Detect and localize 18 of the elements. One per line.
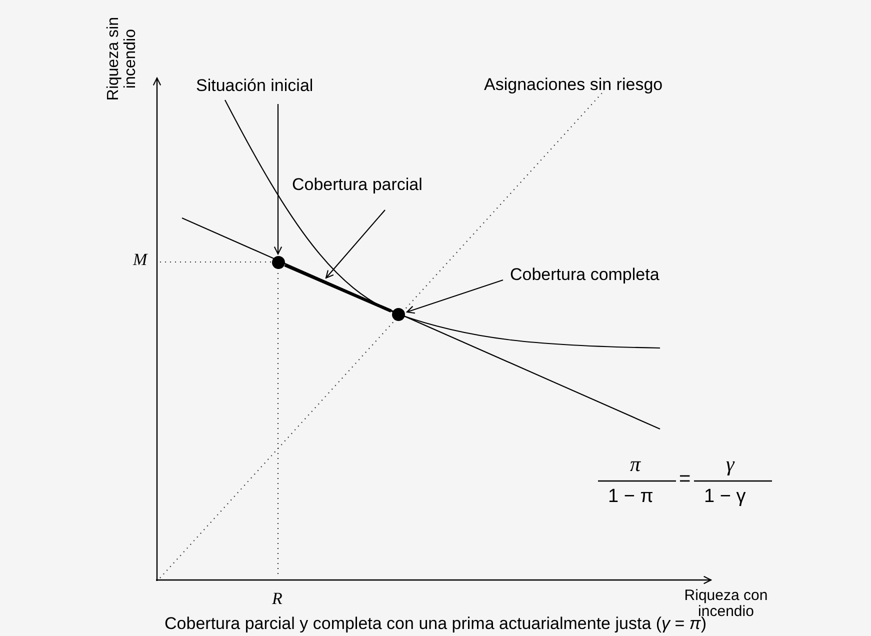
leader-arrow xyxy=(406,279,504,314)
annotation-label: Cobertura completa xyxy=(510,265,660,285)
annotation-label: Cobertura parcial xyxy=(292,175,422,195)
axis-tick-label: R xyxy=(272,589,282,609)
annotation-label: Asignaciones sin riesgo xyxy=(484,75,663,95)
formula-text: 1 − π xyxy=(608,486,654,508)
formula-text: = xyxy=(679,468,691,491)
formula-text: γ xyxy=(726,452,734,476)
formula-text: 1 − γ xyxy=(704,486,746,508)
point-marker xyxy=(272,256,284,268)
leader-arrow xyxy=(325,210,386,279)
formula-text: π xyxy=(630,452,641,476)
axis-label: Riqueza sin incendio xyxy=(106,16,140,103)
annotation-label: Situación inicial xyxy=(196,76,314,96)
leader-arrow xyxy=(274,104,282,255)
point-marker xyxy=(392,308,404,320)
axis-tick-label: M xyxy=(133,250,148,270)
partial-coverage-segment xyxy=(284,264,392,312)
